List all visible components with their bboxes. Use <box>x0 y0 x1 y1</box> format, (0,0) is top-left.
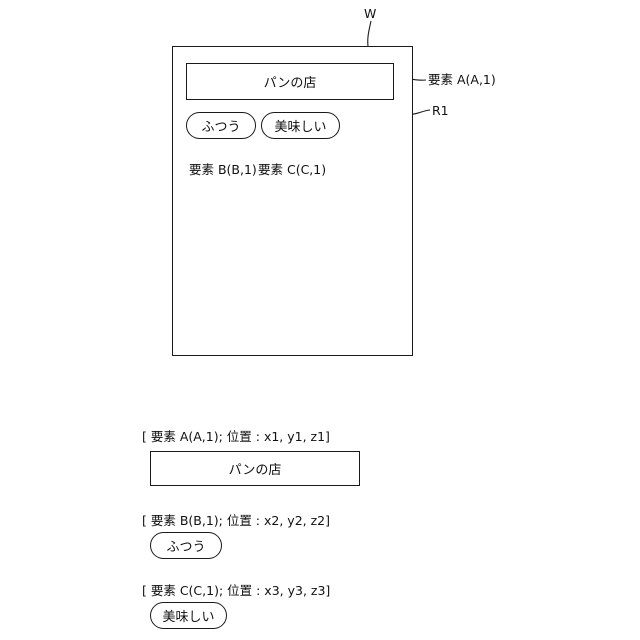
detail-b-text: ふつう <box>166 540 206 555</box>
detail-a-box: パンの店 <box>150 451 360 486</box>
element-a-callout: 要素 A(A,1) <box>428 72 496 87</box>
detail-b-box: ふつう <box>150 532 222 559</box>
element-b-text: ふつう <box>201 120 241 135</box>
detail-a-text: パンの店 <box>228 463 282 478</box>
detail-c-box: 美味しい <box>150 602 227 629</box>
element-a-box: パンの店 <box>186 63 394 100</box>
leader-w <box>367 20 372 47</box>
element-c-box: 美味しい <box>261 112 340 139</box>
element-c-callout: 要素 C(C,1) <box>258 162 327 177</box>
detail-c-header: [ 要素 C(C,1); 位置 : x3, y3, z3] <box>142 583 331 598</box>
element-a-text: パンの店 <box>263 76 317 91</box>
detail-a-header: [ 要素 A(A,1); 位置 : x1, y1, z1] <box>142 429 330 444</box>
element-c-text: 美味しい <box>274 120 327 135</box>
element-b-box: ふつう <box>186 112 256 139</box>
region-r1-label: R1 <box>432 103 449 118</box>
detail-c-text: 美味しい <box>162 610 215 625</box>
window-label: W <box>364 6 377 21</box>
element-b-callout: 要素 B(B,1) <box>189 162 257 177</box>
detail-b-header: [ 要素 B(B,1); 位置 : x2, y2, z2] <box>142 513 330 528</box>
